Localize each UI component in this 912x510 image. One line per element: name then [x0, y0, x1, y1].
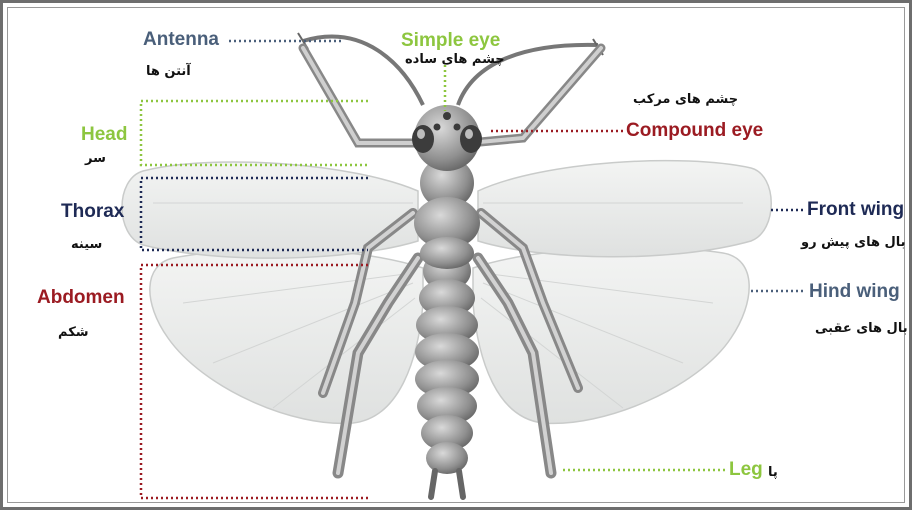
- left-front-leg: [303, 48, 421, 143]
- head-body: [412, 105, 482, 171]
- thorax-label-fa: سینه: [71, 237, 102, 252]
- abdomen-body: [415, 251, 479, 497]
- leg-label: Leg: [729, 459, 763, 481]
- antenna-label-fa: آنتن ها: [146, 64, 191, 79]
- abdomen-label: Abdomen: [37, 287, 125, 309]
- right-hind-wing: [473, 247, 749, 423]
- thorax-body: [414, 157, 480, 269]
- compound-eye-label-fa: چشم های مرکب: [633, 92, 738, 107]
- antenna-label: Antenna: [143, 29, 219, 51]
- head-label: Head: [81, 124, 127, 146]
- insect-illustration: [3, 3, 909, 507]
- simple-eye-label-fa: چشم های ساده: [405, 52, 505, 67]
- head-label-fa: سر: [85, 151, 106, 166]
- front-wing-label: Front wing: [807, 199, 904, 221]
- hind-wing-label-fa: بال های عقبی: [815, 321, 908, 336]
- front-wing-label-fa: بال های پیش رو: [801, 235, 906, 250]
- simple-eye-label: Simple eye: [401, 30, 500, 52]
- compound-eye-label: Compound eye: [626, 120, 763, 142]
- head-bracket: [141, 101, 368, 165]
- abdomen-label-fa: شکم: [58, 325, 89, 340]
- thorax-label: Thorax: [61, 201, 124, 223]
- hind-wing-label: Hind wing: [809, 281, 900, 303]
- leg-label-fa: پا: [768, 465, 778, 480]
